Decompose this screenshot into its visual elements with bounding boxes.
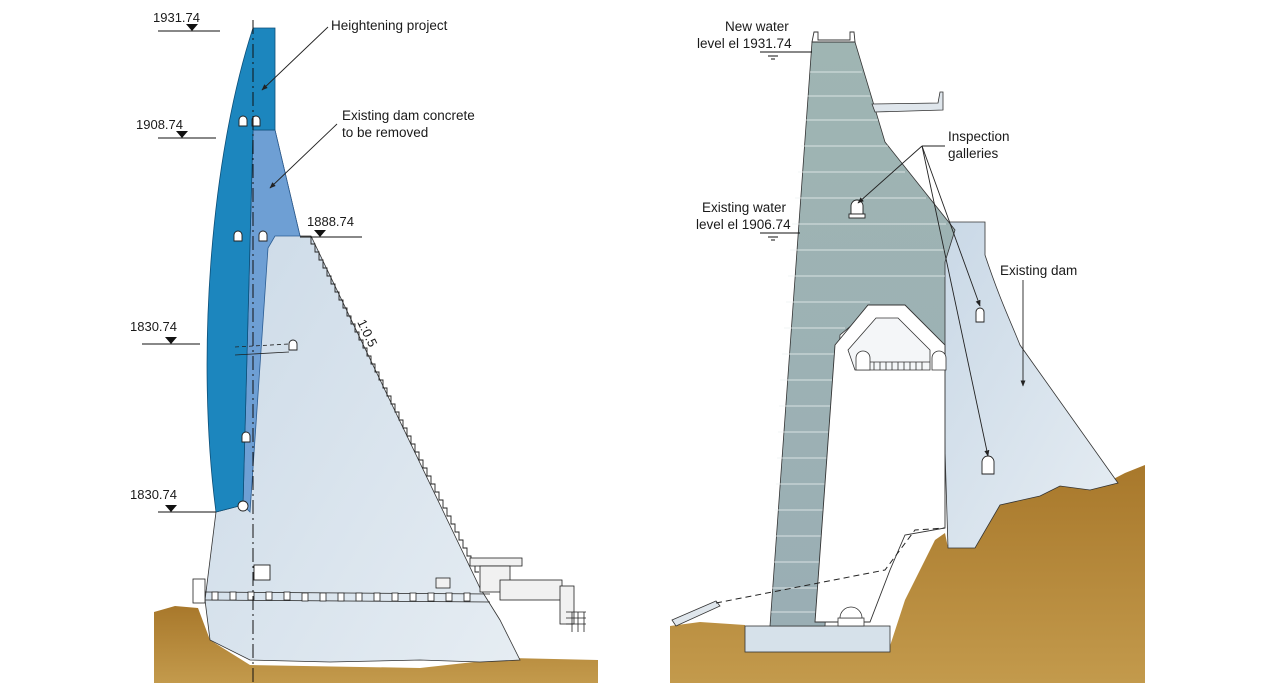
removed-label-line2: to be removed [342,125,428,140]
right-crest [811,31,856,43]
removed-label-line1: Existing dam concrete [342,108,475,123]
right-dam-section: New water level el 1931.74 Existing wate… [670,19,1145,683]
existing-dam-label: Existing dam [1000,263,1077,278]
left-drain-pipe [234,343,290,348]
new-water-level-label-1: New water [725,19,789,34]
removed-leader [269,123,338,189]
left-dam-section: 1931.74 1908.74 1888.74 1830.74 1830.74 … [130,10,598,686]
elevation-1931: 1931.74 [153,10,200,25]
left-powerhouse [435,557,586,632]
existing-water-level-label-2: level el 1906.74 [696,217,791,232]
inspection-label-1: Inspection [948,129,1010,144]
left-elevation-markers [142,24,362,513]
right-upstream-apron [671,600,721,627]
left-drain-pipe-2 [234,351,290,356]
inspection-label-2: galleries [948,146,999,161]
elevation-1888: 1888.74 [307,214,354,229]
elevation-1908: 1908.74 [136,117,183,132]
left-stepped-face [310,236,479,573]
right-galleries [848,199,995,475]
new-water-level-label-2: level el 1931.74 [697,36,792,51]
right-water-markers [760,51,812,241]
right-ground [670,465,1145,683]
elevation-1830-lower: 1830.74 [130,487,177,502]
elevation-1830-upper: 1830.74 [130,319,177,334]
right-plinth [744,625,891,653]
left-ground [154,606,598,683]
right-lift-joints [771,71,946,613]
right-bridge [871,91,944,113]
inspection-leaders [857,145,990,457]
existing-water-level-label-1: Existing water [702,200,787,215]
left-galleries [233,115,298,581]
heightening-leader [261,26,329,91]
heightening-label: Heightening project [331,18,448,33]
right-inner-galleries [837,350,947,627]
